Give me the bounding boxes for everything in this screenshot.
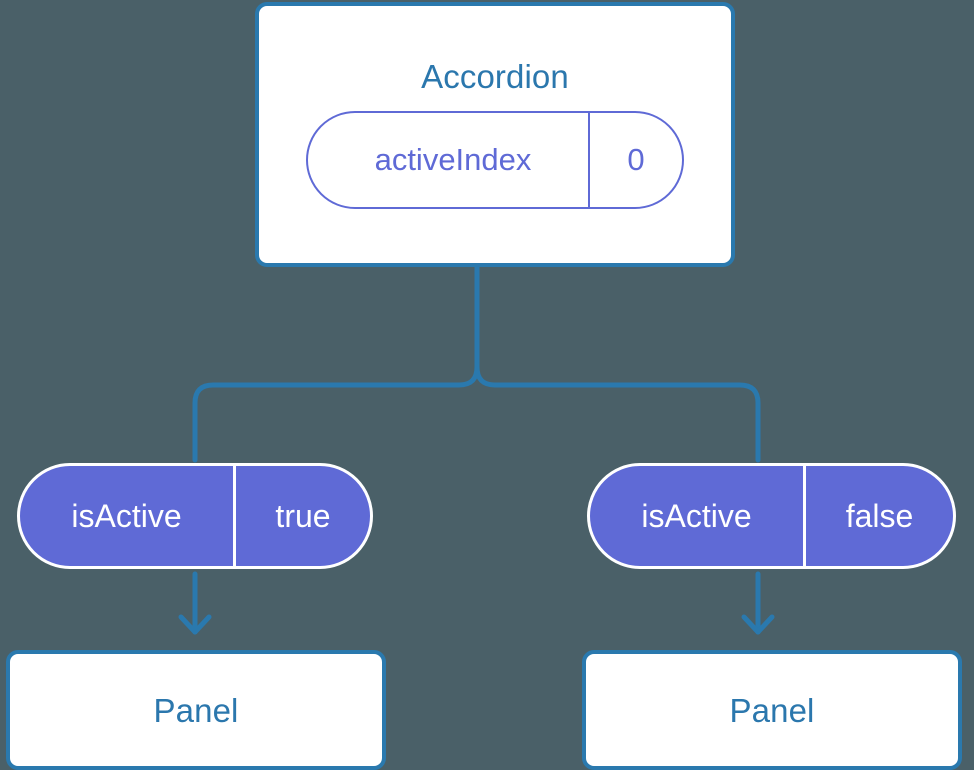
prop-pill-value: true (233, 466, 370, 566)
panel-title: Panel (729, 691, 815, 729)
prop-pill-is-active-true[interactable]: isActive true (17, 463, 373, 569)
prop-pill-key: isActive (641, 497, 752, 534)
connector-branch-right (474, 362, 761, 463)
arrow-head-left (178, 614, 212, 635)
connector-branch-left (192, 362, 480, 463)
accordion-title: Accordion (421, 58, 569, 95)
state-pill-active-index[interactable]: activeIndex 0 (306, 111, 684, 209)
panel-component-card-left[interactable]: Panel (6, 650, 386, 770)
panel-title: Panel (153, 691, 239, 729)
accordion-component-card[interactable]: Accordion activeIndex 0 (255, 2, 735, 267)
state-pill-key: activeIndex (374, 142, 532, 177)
prop-pill-value: false (803, 466, 953, 566)
prop-pill-is-active-false[interactable]: isActive false (587, 463, 956, 569)
state-pill-value: 0 (588, 113, 682, 207)
prop-pill-key: isActive (71, 497, 182, 534)
panel-component-card-right[interactable]: Panel (582, 650, 962, 770)
arrow-head-right (741, 614, 775, 635)
